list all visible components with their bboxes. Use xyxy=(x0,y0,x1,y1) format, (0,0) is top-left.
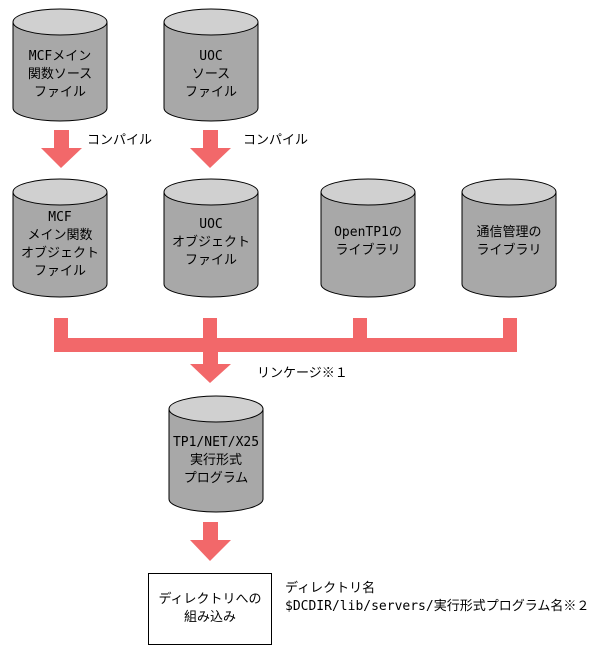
uoc-object-cylinder: UOC オブジェクト ファイル xyxy=(163,178,259,298)
uoc-object-label: UOC オブジェクト ファイル xyxy=(171,217,250,268)
directory-path-label: $DCDIR/lib/servers/実行形式プログラム名※２ xyxy=(285,599,590,614)
comm-library-cylinder: 通信管理の ライブラリ xyxy=(461,178,557,298)
linkage-connector xyxy=(54,318,517,383)
directory-embed-box: ディレクトリへの 組み込み xyxy=(148,573,272,645)
embed-arrow xyxy=(190,522,231,561)
opentp1-library-label: OpenTP1の ライブラリ xyxy=(334,225,402,258)
uoc-source-cylinder: UOC ソース ファイル xyxy=(163,8,259,122)
mcf-source-cylinder: MCFメイン 関数ソース ファイル xyxy=(12,8,108,122)
mcf-object-label: MCF メイン関数 オブジェクト ファイル xyxy=(20,210,99,279)
executable-label: TP1/NET/X25 実行形式 プログラム xyxy=(172,435,260,486)
compile-arrow-1 xyxy=(41,130,82,168)
linkage-label: リンケージ※１ xyxy=(257,366,348,381)
compile-label-1: コンパイル xyxy=(87,133,153,148)
uoc-source-label: UOC ソース ファイル xyxy=(184,49,237,100)
directory-name-label: ディレクトリ名 xyxy=(285,581,376,596)
executable-cylinder: TP1/NET/X25 実行形式 プログラム xyxy=(168,395,264,513)
mcf-object-cylinder: MCF メイン関数 オブジェクト ファイル xyxy=(12,178,108,298)
mcf-source-label: MCFメイン 関数ソース ファイル xyxy=(27,49,93,100)
compile-label-2: コンパイル xyxy=(243,133,309,148)
opentp1-library-cylinder: OpenTP1の ライブラリ xyxy=(320,178,416,298)
comm-library-label: 通信管理の ライブラリ xyxy=(476,225,542,258)
compile-arrow-2 xyxy=(190,130,231,168)
